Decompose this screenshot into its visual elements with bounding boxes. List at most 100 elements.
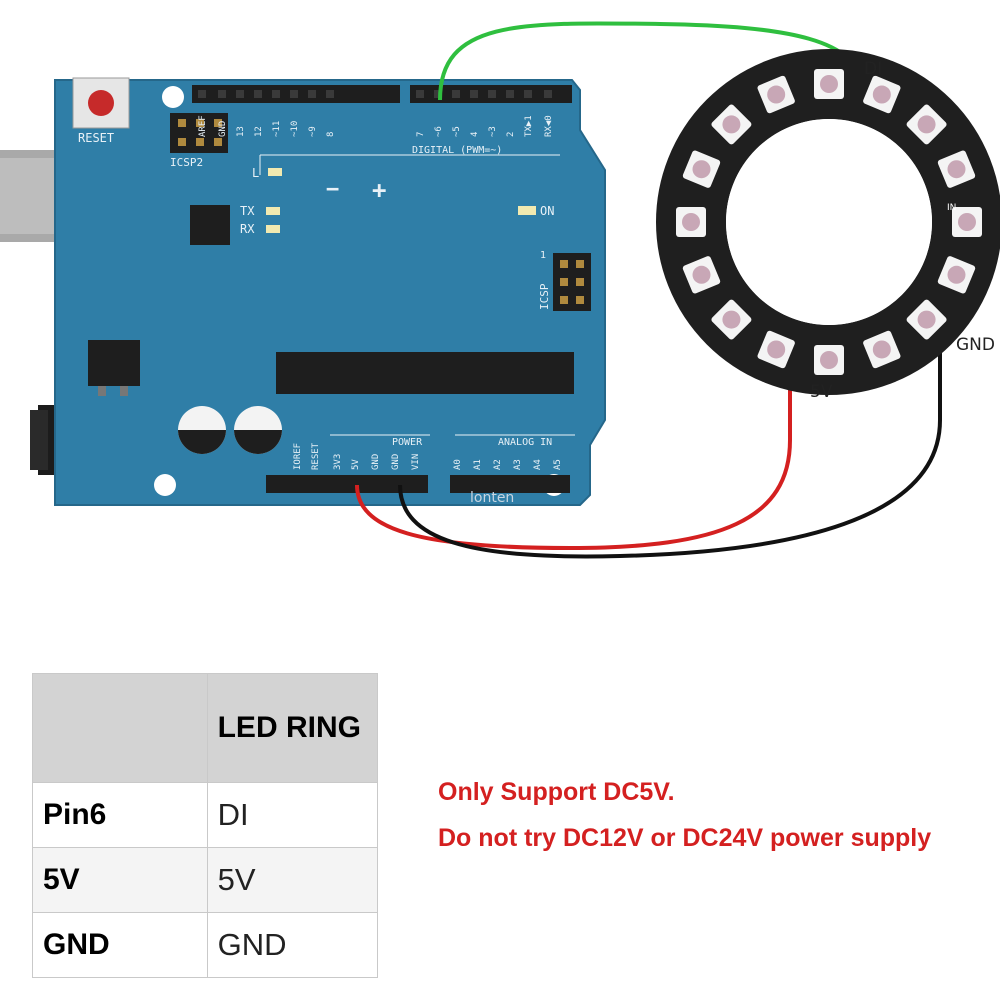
usb-chip	[190, 205, 230, 245]
reset-button[interactable]	[72, 77, 130, 129]
digital-pin-label: 7	[416, 132, 426, 137]
rx-led-label: RX	[240, 222, 255, 236]
di-label: DI	[864, 59, 882, 79]
header-pin	[506, 90, 514, 98]
table-row: GND GND	[32, 912, 379, 978]
ring-pad-in: IN	[947, 203, 956, 213]
digital-pin-label: ~5	[452, 126, 462, 137]
table-header-row: LED RING	[32, 673, 379, 783]
warning-note-voltage: Only Support DC5V.	[438, 778, 675, 806]
digital-pin-label: AREF	[198, 115, 208, 137]
header-pin	[198, 90, 206, 98]
digital-pin-label: RX◀0	[544, 115, 554, 137]
microcontroller-chip	[276, 352, 574, 394]
bottom-pin-label: RESET	[311, 442, 321, 470]
ring-led-lens	[917, 115, 936, 134]
header-pin	[452, 90, 460, 98]
bottom-pin-label: A5	[553, 459, 563, 470]
mounting-hole	[154, 474, 176, 496]
bottom-pin-label: A0	[453, 459, 463, 470]
bottom-pin-label: VIN	[411, 454, 421, 470]
pin-mapping-table: LED RING Pin6 DI 5V 5V GND GND	[32, 673, 379, 978]
header-pin	[272, 90, 280, 98]
digital-pin-label: ~11	[272, 121, 282, 137]
ring-led-lens	[958, 213, 976, 231]
ring-led-lens	[872, 340, 891, 359]
ring-led-lens	[692, 265, 711, 284]
table-cell-ring: 5V	[206, 847, 379, 913]
digital-pin-label: TX▶1	[524, 115, 534, 137]
header-pin	[254, 90, 262, 98]
power-wire	[355, 366, 792, 551]
digital-pin-label: 8	[326, 132, 336, 137]
led-ring	[656, 49, 1000, 395]
digital-label: DIGITAL (PWM=~)	[412, 145, 502, 156]
icsp2-label: ICSP2	[170, 156, 203, 169]
warning-note-supply: Do not try DC12V or DC24V power supply	[438, 824, 932, 852]
digital-pin-label: 2	[506, 132, 516, 137]
digital-pin-label: 12	[254, 126, 264, 137]
ring-led-lens	[917, 310, 936, 329]
ring-led-lens	[872, 85, 891, 104]
digital-header	[192, 85, 572, 103]
reset-label: RESET	[78, 131, 114, 145]
bottom-pin-label: A1	[473, 459, 483, 470]
header-pin	[308, 90, 316, 98]
header-pin	[488, 90, 496, 98]
on-led	[518, 206, 536, 215]
table-cell-pin: 5V	[32, 847, 208, 913]
digital-pin-label: ~3	[488, 126, 498, 137]
ring-led-lens	[682, 213, 700, 231]
ground-wire	[398, 330, 942, 559]
rx-led	[266, 225, 280, 233]
table-row: 5V 5V	[32, 847, 379, 913]
header-pin	[544, 90, 552, 98]
vcc-label: 5V	[810, 382, 833, 402]
minus-marking: −	[326, 177, 339, 202]
l-led	[268, 168, 282, 176]
digital-pin-label: 13	[236, 126, 246, 137]
icsp-header	[553, 253, 591, 311]
plus-marking: +	[372, 176, 386, 204]
l-led-label: L	[252, 166, 259, 180]
analog-header-label: ANALOG IN	[498, 437, 552, 448]
bottom-pin-label: A2	[493, 459, 503, 470]
ring-led-lens	[722, 115, 741, 134]
tx-led-label: TX	[240, 204, 255, 218]
ring-led-lens	[722, 310, 741, 329]
header-pin	[470, 90, 478, 98]
bottom-pin-label: A4	[533, 459, 543, 470]
power-header	[266, 475, 428, 493]
ring-led-lens	[820, 75, 838, 93]
table-cell-ring: GND	[206, 912, 379, 978]
digital-pin-label: ~6	[434, 126, 444, 137]
digital-pin-label: 4	[470, 132, 480, 137]
capacitor	[234, 406, 282, 454]
header-pin	[326, 90, 334, 98]
header-pin	[218, 90, 226, 98]
bottom-pin-label: 3V3	[333, 454, 343, 470]
icsp-label: ICSP	[538, 283, 551, 310]
header-pin	[290, 90, 298, 98]
ring-led-lens	[767, 340, 786, 359]
table-header-blank	[32, 673, 208, 783]
ring-led-lens	[692, 160, 711, 179]
bottom-pin-label: GND	[371, 454, 381, 470]
table-row: Pin6 DI	[32, 782, 379, 848]
tx-led	[266, 207, 280, 215]
header-pin	[416, 90, 424, 98]
bottom-pin-label: IOREF	[293, 443, 303, 470]
table-cell-pin: GND	[32, 912, 208, 978]
mounting-hole	[162, 86, 184, 108]
table-cell-pin: Pin6	[32, 782, 208, 848]
table-cell-ring: DI	[206, 782, 379, 848]
bottom-pin-label: GND	[391, 454, 401, 470]
voltage-regulator	[88, 340, 140, 396]
icsp-pin1-label: 1	[540, 250, 546, 261]
digital-pin-label: ~10	[290, 121, 300, 137]
icsp2-header	[170, 113, 228, 153]
gnd-label: GND	[956, 335, 995, 355]
